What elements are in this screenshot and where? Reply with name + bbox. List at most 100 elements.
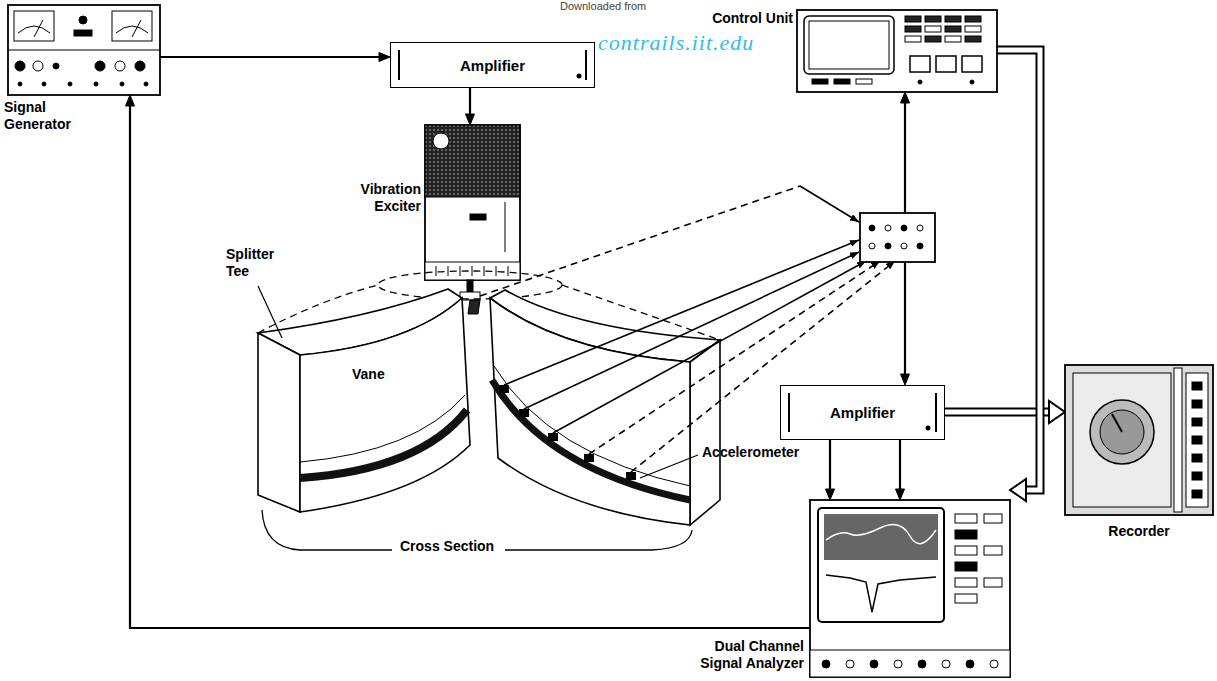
control-unit-drawing bbox=[965, 16, 981, 22]
signal-analyzer-drawing bbox=[966, 660, 974, 668]
junction-box bbox=[860, 213, 935, 262]
signal-generator-drawing bbox=[18, 26, 50, 33]
recorder-drawing bbox=[1192, 490, 1202, 498]
sensor-wires bbox=[480, 186, 895, 472]
control-unit-drawing bbox=[905, 16, 921, 22]
part-label: Accelerometer bbox=[702, 444, 799, 461]
control-unit-drawing bbox=[834, 79, 850, 84]
splitter-tee-drawing bbox=[262, 510, 392, 550]
part-label: Splitter Tee bbox=[226, 246, 292, 280]
connector-line bbox=[469, 88, 471, 116]
signal-analyzer-drawing bbox=[894, 660, 902, 668]
signal-generator-drawing bbox=[74, 30, 92, 36]
arrow-head bbox=[901, 374, 910, 385]
signal-analyzer-drawing bbox=[826, 575, 936, 612]
vibration-exciter-drawing bbox=[425, 125, 520, 280]
sensor-wires bbox=[553, 261, 866, 433]
control-unit-drawing bbox=[797, 10, 997, 92]
signal-generator: Signal Generator bbox=[8, 5, 160, 95]
splitter-tee-drawing bbox=[300, 410, 467, 478]
recorder-drawing bbox=[1112, 414, 1122, 432]
signal-analyzer-drawing bbox=[990, 660, 998, 668]
vibration-exciter-drawing bbox=[467, 280, 473, 292]
splitter-tee-drawing bbox=[548, 433, 558, 441]
recorder-drawing bbox=[1073, 373, 1171, 507]
signal-analyzer-drawing bbox=[846, 660, 854, 668]
junction-box bbox=[901, 225, 907, 231]
control-unit-drawing bbox=[804, 16, 894, 74]
amplifier-handles bbox=[398, 50, 400, 80]
signal-analyzer-drawing bbox=[810, 650, 1010, 677]
bus-outline bbox=[945, 408, 1049, 417]
signal-generator-drawing bbox=[34, 20, 43, 37]
signal-generator-drawing bbox=[112, 11, 152, 41]
vibration-exciter-drawing bbox=[425, 125, 520, 314]
control-unit-drawing bbox=[962, 56, 982, 72]
recorder-drawing bbox=[1100, 410, 1144, 454]
arrow-head bbox=[1010, 479, 1026, 501]
splitter-tee-drawing bbox=[584, 454, 594, 462]
vibration-exciter-drawing bbox=[470, 214, 486, 220]
signal-generator-drawing bbox=[42, 82, 46, 86]
signal-generator-drawing bbox=[15, 61, 25, 71]
signal-generator-drawing bbox=[94, 82, 98, 86]
splitter-tee-drawing bbox=[492, 380, 690, 500]
signal-connector bbox=[896, 440, 905, 500]
signal-generator-drawing bbox=[8, 5, 160, 95]
arrow-head bbox=[379, 53, 390, 62]
vibration-exciter-drawing bbox=[505, 202, 506, 252]
amplifier-handles bbox=[935, 393, 937, 432]
control-unit-drawing bbox=[910, 56, 930, 72]
arrow-head bbox=[1049, 401, 1065, 423]
arrow-head bbox=[826, 489, 835, 500]
arrow-head bbox=[466, 114, 475, 125]
arrow-head bbox=[126, 95, 135, 106]
node-label: Control Unit bbox=[701, 10, 793, 27]
vibration-exciter-drawing bbox=[436, 266, 437, 276]
control-unit-drawing bbox=[797, 10, 997, 92]
bus-core bbox=[945, 410, 1049, 415]
splitter-tee-drawing bbox=[258, 271, 720, 550]
node-label: Signal Generator bbox=[4, 99, 104, 133]
arrow-head bbox=[896, 489, 905, 500]
signal-generator-drawing bbox=[115, 61, 125, 71]
splitter-tee-drawing bbox=[490, 298, 690, 525]
signal-generator-drawing bbox=[8, 50, 160, 51]
signal-analyzer-drawing bbox=[818, 508, 944, 622]
signal-analyzer-drawing bbox=[918, 660, 926, 668]
node-label: Dual Channel Signal Analyzer bbox=[684, 638, 804, 672]
amplifier-handles bbox=[788, 393, 790, 432]
control-unit-drawing bbox=[809, 21, 889, 69]
splitter-tee-drawing bbox=[258, 333, 300, 512]
recorder-drawing bbox=[1090, 400, 1154, 464]
vibration-exciter-drawing bbox=[425, 262, 520, 280]
signal-analyzer-drawing bbox=[824, 514, 938, 560]
control-unit-drawing bbox=[945, 26, 961, 32]
node-label: Recorder bbox=[1065, 523, 1213, 540]
signal-generator-drawing bbox=[68, 82, 72, 86]
amplifier-handles bbox=[585, 50, 587, 80]
control-unit-drawing bbox=[970, 80, 974, 84]
vibration-exciter: Vibration Exciter bbox=[425, 125, 520, 280]
vibration-exciter-drawing bbox=[460, 266, 461, 276]
control-unit-drawing bbox=[918, 80, 922, 84]
watermark: contrails.iit.edu bbox=[598, 30, 754, 55]
signal-generator-drawing bbox=[8, 5, 160, 95]
connector-line bbox=[130, 104, 810, 628]
vibration-exciter-drawing bbox=[484, 266, 485, 276]
junction-box bbox=[885, 243, 891, 249]
junction-box bbox=[885, 225, 891, 231]
signal-analyzer-drawing bbox=[955, 514, 977, 523]
vibration-exciter-drawing bbox=[468, 300, 480, 314]
bus-core bbox=[997, 50, 1040, 490]
connector-line bbox=[160, 56, 381, 58]
bus-outline bbox=[997, 50, 1040, 490]
signal-connector bbox=[826, 440, 835, 500]
recorder-drawing bbox=[1186, 373, 1208, 507]
recorder-drawing bbox=[1192, 454, 1202, 462]
control-unit-drawing bbox=[965, 36, 981, 42]
control-unit-drawing bbox=[925, 26, 941, 32]
bus-connector bbox=[945, 401, 1065, 423]
